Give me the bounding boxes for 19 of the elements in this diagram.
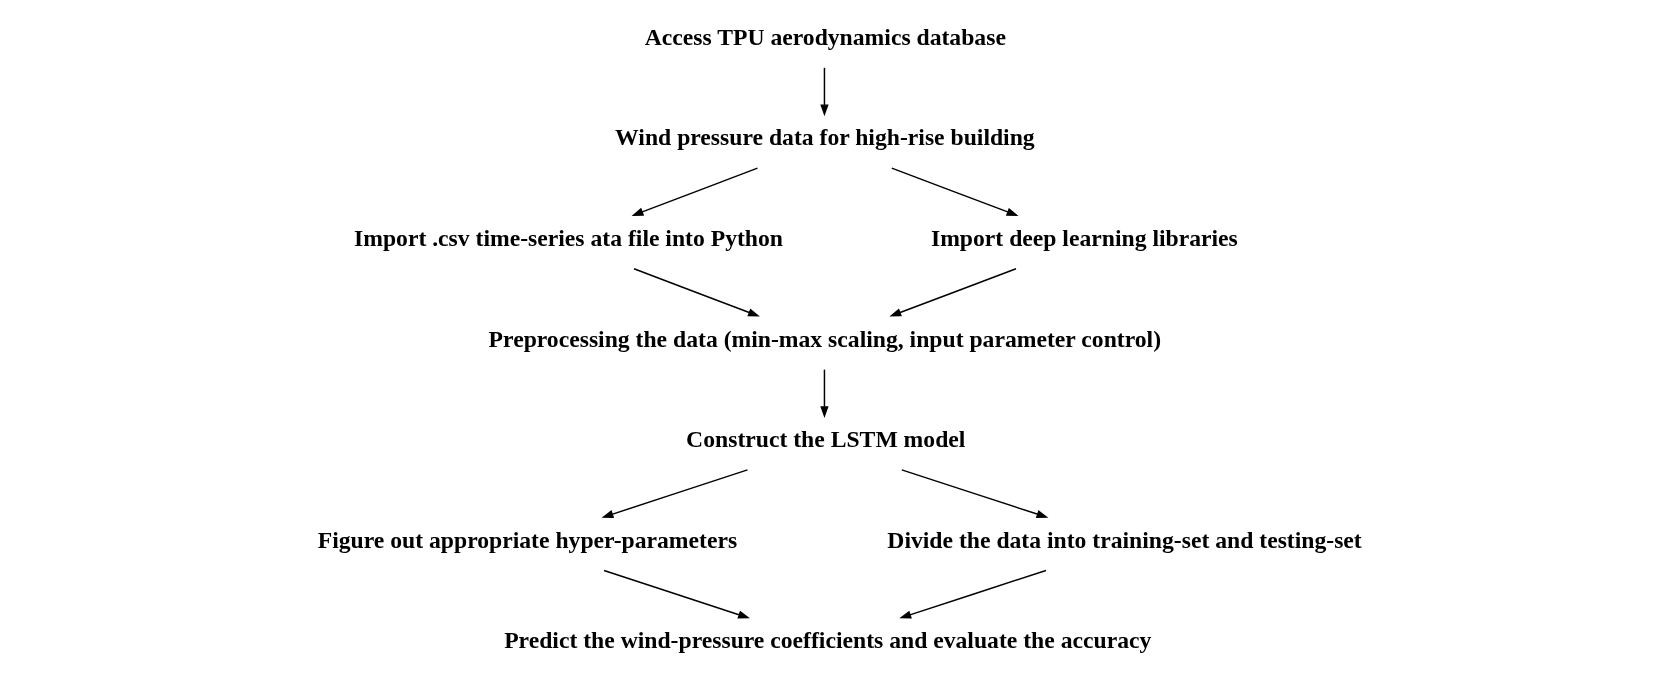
arrow	[889, 268, 1017, 317]
node-text: Construct the LSTM model	[686, 426, 966, 453]
arrow	[820, 67, 829, 117]
arrow	[891, 167, 1019, 216]
node-text: Import .csv time-series ata file into Python	[354, 225, 784, 252]
node-text: Preprocessing the data (min-max scaling, input parameter control)	[488, 325, 1162, 352]
node-text: Import deep learning libraries	[930, 225, 1238, 252]
node-text: Access TPU aerodynamics database	[644, 23, 1006, 50]
arrow	[631, 167, 759, 216]
arrow	[603, 569, 750, 619]
arrow	[601, 469, 749, 518]
node-text: Wind pressure data for high-rise building	[615, 124, 1035, 151]
node-text: Predict the wind-pressure coefficients and evaluate the accuracy	[504, 627, 1152, 654]
arrow	[633, 268, 760, 317]
arrow	[901, 469, 1049, 518]
arrow	[899, 569, 1047, 619]
arrow	[820, 368, 829, 419]
node-text: Divide the data into training-set and testing-set	[887, 526, 1362, 553]
node-text: Figure out appropriate hyper-parameters	[317, 526, 738, 553]
